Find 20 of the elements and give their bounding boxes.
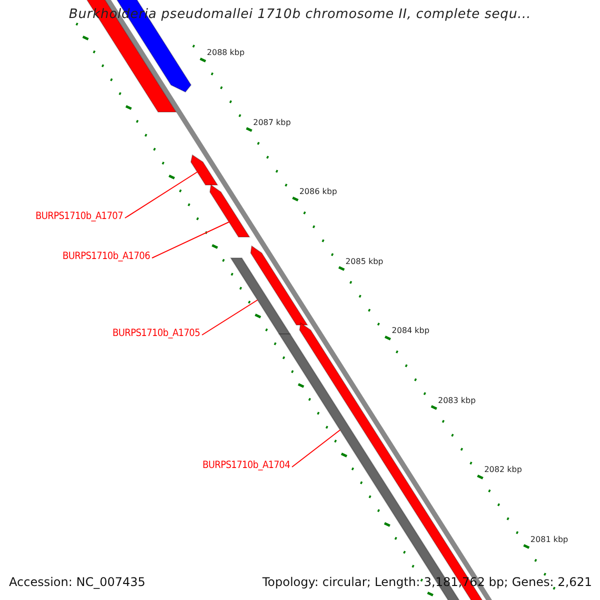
scale-label: 2081 kbp [530,534,568,544]
scale-label: 2085 kbp [346,256,384,266]
leader-line [152,222,230,258]
gene-bar [190,154,218,186]
leader-line [202,300,258,336]
gene-label: BURPS1710b_A1707 [36,211,123,222]
gene-label: BURPS1710b_A1706 [62,251,150,262]
gene-bar [209,184,250,238]
scale-label: 2083 kbp [438,396,476,404]
scale-label: 2087 kbp [253,118,291,126]
scale-label: 2082 kbp [484,465,522,474]
accession-text: Accession: NC_007435 [9,575,146,589]
gene-bar [230,258,292,334]
scale-label: 2086 kbp [299,187,338,196]
scale-label: 2084 kbp [392,326,430,335]
gene-label: BURPS1710b_A1705 [112,328,200,339]
gene-bar [250,245,308,326]
gene-label: BURPS1710b_A1704 [202,460,290,471]
scale-label: 2088 kbp [206,48,245,57]
leader-line [124,172,198,218]
